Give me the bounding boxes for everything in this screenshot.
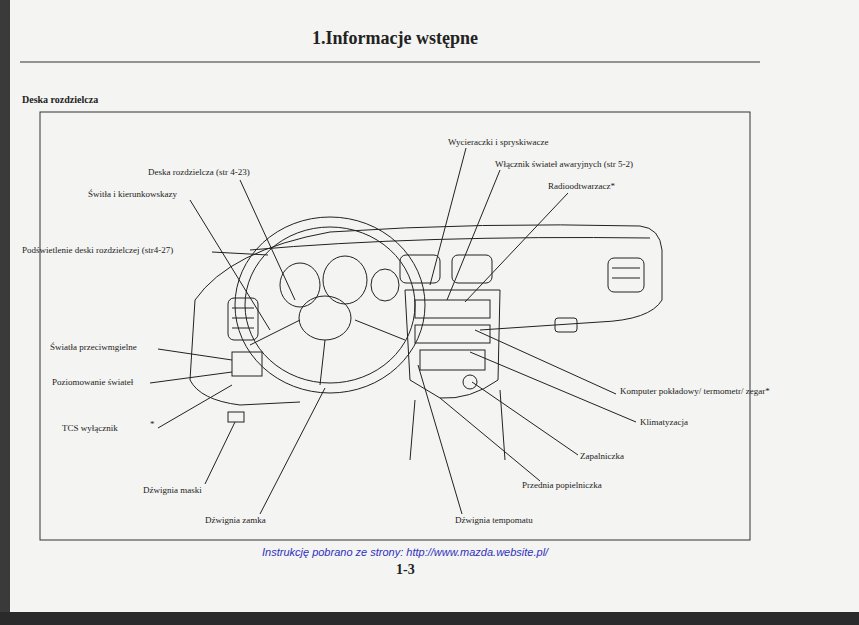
callout-label: Świtła i kierunkowskazy — [88, 190, 177, 200]
footnote-mark: * — [150, 420, 155, 430]
callout-label: Klimatyzacja — [640, 418, 688, 428]
callout-label: Komputer pokładowy/ termometr/ zegar* — [620, 387, 770, 397]
callout-label: Dźwignia tempomatu — [455, 516, 533, 526]
callout-label: Radioodtwarzacz* — [548, 182, 615, 192]
callout-label: Podświetlenie deski rozdzielczej (str4-2… — [22, 246, 173, 256]
callout-label: Włącznik świateł awaryjnych (str 5-2) — [495, 160, 633, 170]
callout-label: Dźwignia maski — [143, 486, 202, 496]
page-title: 1.Informacje wstępne — [0, 28, 790, 49]
source-note: Instrukcję pobrano ze strony: http://www… — [262, 546, 548, 558]
callout-label: TCS wyłącznik — [62, 424, 118, 434]
page-number: 1-3 — [396, 562, 415, 577]
callout-label: Deska rozdzielcza (str 4-23) — [148, 168, 250, 178]
callout-label: Poziomowanie świateł — [52, 378, 133, 388]
callout-label: Przednia popielniczka — [522, 481, 602, 491]
section-heading: Deska rozdzielcza — [22, 94, 98, 105]
callout-label: Zapalniczka — [580, 452, 624, 462]
callout-label: Światła przeciwmgielne — [50, 343, 137, 353]
callout-label: Wycieraczki i spryskiwacze — [448, 138, 548, 148]
callout-label: Dźwignia zamka — [205, 516, 266, 526]
